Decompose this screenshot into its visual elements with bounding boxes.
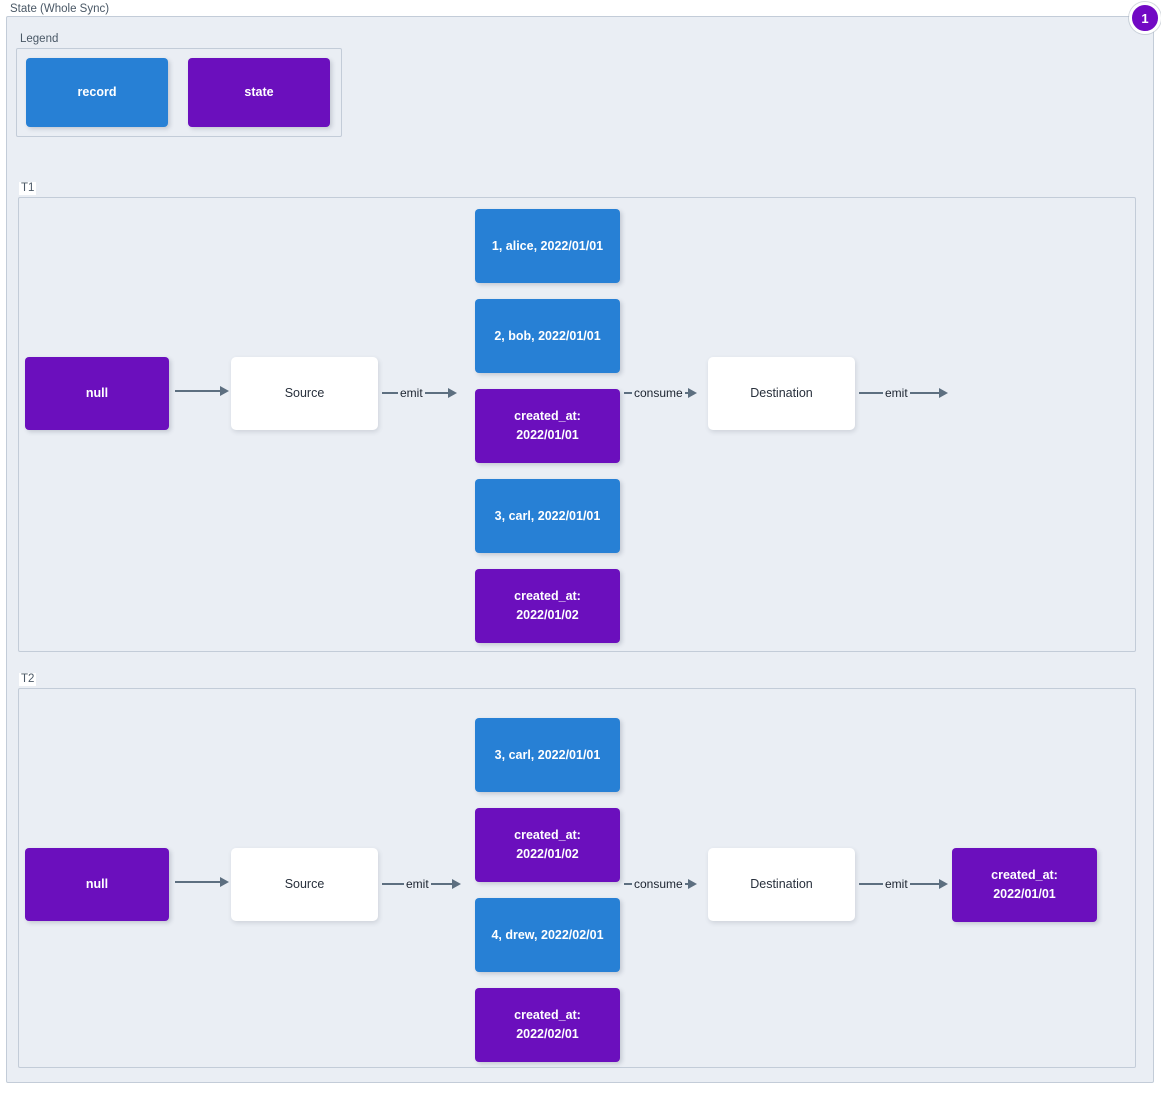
legend-title: Legend: [18, 33, 61, 46]
t2-initial-state-node: null: [25, 848, 169, 921]
t1-stream-item-0: 1, alice, 2022/01/01: [475, 209, 620, 283]
t1-initial-state-node: null: [25, 357, 169, 430]
t2-stream-item-1: created_at: 2022/01/02: [475, 808, 620, 882]
t2-stream-item-0: 3, carl, 2022/01/01: [475, 718, 620, 792]
page-title: State (Whole Sync): [8, 3, 112, 16]
t2-final-state-node: created_at: 2022/01/01: [952, 848, 1097, 922]
t2-source-node: Source: [231, 848, 378, 921]
t1-stream-item-2: created_at: 2022/01/01: [475, 389, 620, 463]
t2-destination-node: Destination: [708, 848, 855, 921]
t2-stream-item-2: 4, drew, 2022/02/01: [475, 898, 620, 972]
section-label-t1: T1: [19, 182, 37, 195]
step-counter-badge[interactable]: 1: [1129, 2, 1161, 34]
t1-stream-item-1: 2, bob, 2022/01/01: [475, 299, 620, 373]
t1-stream-item-3: 3, carl, 2022/01/01: [475, 479, 620, 553]
t1-stream-item-4: created_at: 2022/01/02: [475, 569, 620, 643]
t1-source-node: Source: [231, 357, 378, 430]
t1-destination-node: Destination: [708, 357, 855, 430]
legend-swatch-state: state: [188, 58, 330, 127]
legend-swatch-record: record: [26, 58, 168, 127]
t2-stream-item-3: created_at: 2022/02/01: [475, 988, 620, 1062]
section-label-t2: T2: [19, 673, 37, 686]
